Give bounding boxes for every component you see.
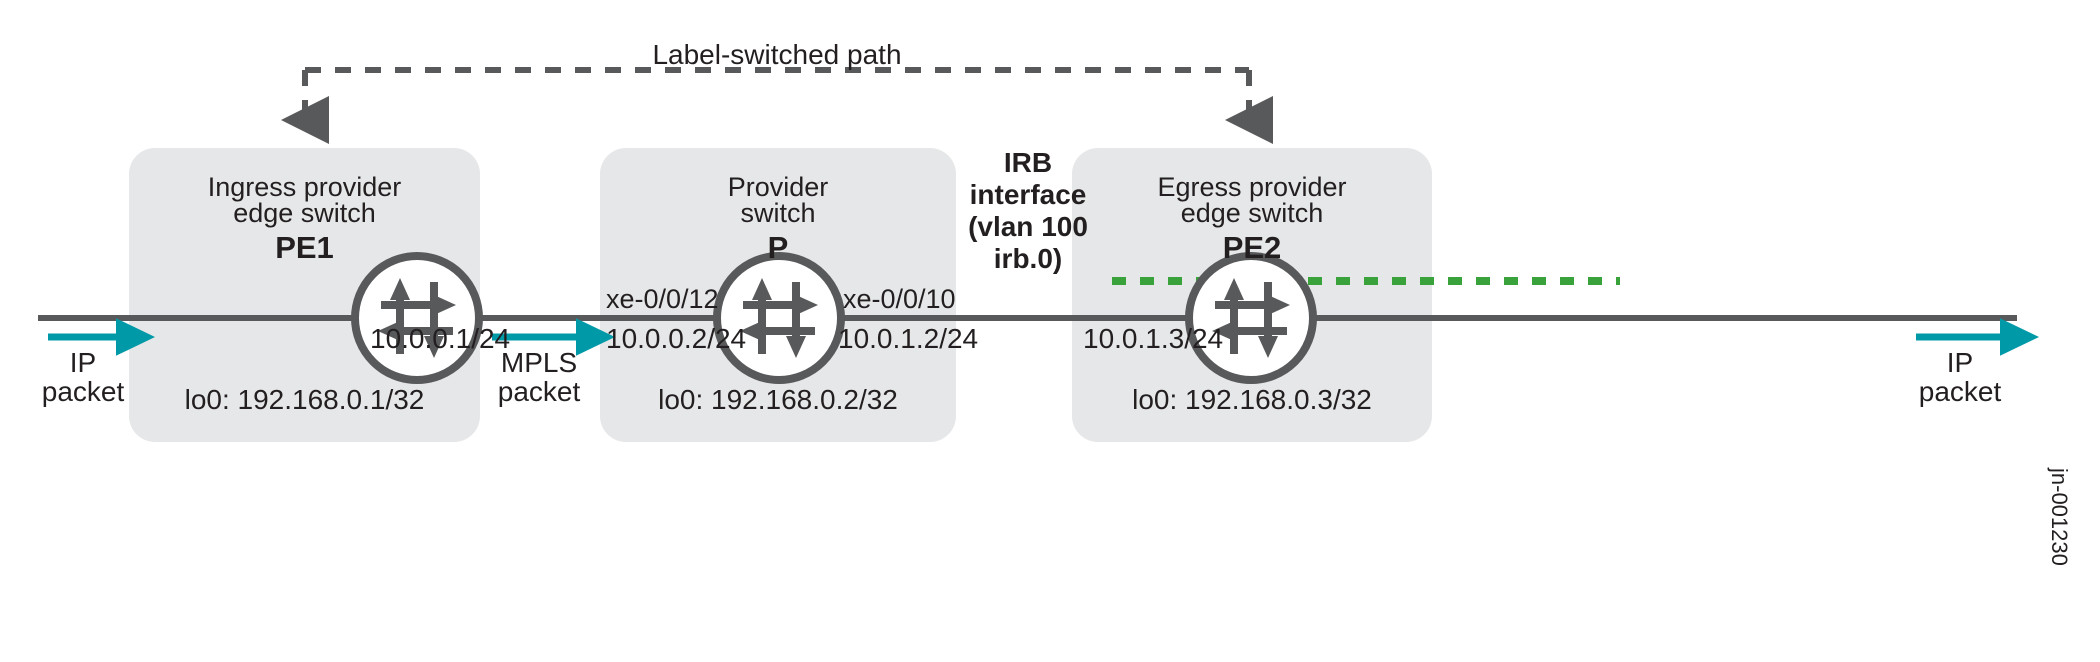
router-icon-p [713,252,845,384]
loopback-pe1: lo0: 192.168.0.1/32 [184,384,425,415]
interface-ip-pe1-right: 10.0.0.1/24 [370,323,511,354]
interface-ip-p-left: 10.0.0.2/24 [606,323,747,354]
interface-ip-p-right: 10.0.1.2/24 [838,323,979,354]
label-switched-path-label: Label-switched path [652,39,902,70]
node-name-pe2: PE2 [1222,230,1282,265]
packet-label-ingress-ip-line1: IP [69,347,97,378]
label-switched-path-connector [281,67,1273,144]
node-role-pe2-line1: Egress provider [1157,172,1347,202]
interface-name-p-left: xe-0/0/12 [606,284,719,314]
irb-label-line4: irb.0) [993,243,1063,274]
node-name-p: P [767,230,789,265]
irb-label-line3: (vlan 100 [968,211,1088,242]
packet-label-mpls-line1: MPLS [500,347,578,378]
interface-ip-pe2-left: 10.0.1.3/24 [1083,323,1224,354]
node-role-p-line1: Provider [727,172,829,202]
router-icon-pe1 [351,252,483,384]
loopback-pe2: lo0: 192.168.0.3/32 [1132,384,1372,415]
packet-label-ingress-ip-line2: packet [41,376,125,407]
node-role-pe2-line2: edge switch [1180,198,1324,228]
node-role-p-line2: switch [740,198,816,228]
node-name-pe1: PE1 [275,230,334,265]
figure-id-label: jn-001230 [2047,468,2072,566]
loopback-p: lo0: 192.168.0.2/32 [658,384,898,415]
router-icon-pe2 [1185,252,1317,384]
node-role-pe1-line1: Ingress provider [207,172,402,202]
irb-label-line2: interface [969,179,1087,210]
packet-label-egress-ip-line2: packet [1918,376,2002,407]
irb-label-line1: IRB [1003,147,1053,178]
packet-label-mpls-line2: packet [497,376,581,407]
interface-name-p-right: xe-0/0/10 [843,284,956,314]
packet-label-egress-ip-line1: IP [1946,347,1974,378]
node-role-pe1-line2: edge switch [233,198,376,228]
